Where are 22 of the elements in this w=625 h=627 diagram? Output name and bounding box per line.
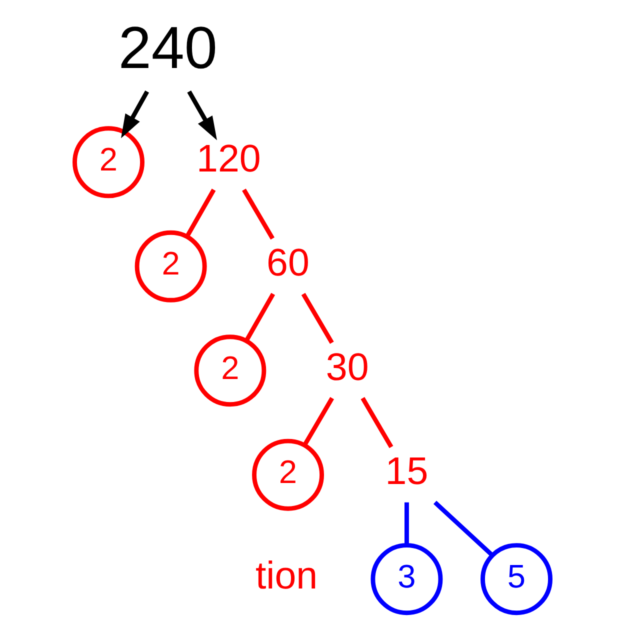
node-circle: 2 [134, 230, 207, 302]
connector [244, 292, 276, 342]
node-circle: 2 [252, 438, 324, 511]
node-text: 120 [196, 137, 261, 180]
connector [242, 188, 274, 240]
arrow [121, 90, 150, 138]
node-circle: 2 [72, 126, 144, 198]
arrow [187, 90, 217, 140]
node-text: 60 [266, 242, 310, 285]
node-text: 30 [326, 346, 369, 389]
connector [360, 397, 394, 448]
node-text: 240 [118, 14, 218, 81]
connector [301, 292, 334, 344]
label: tion [255, 554, 318, 598]
node-circle: 2 [194, 334, 266, 407]
node-text: 15 [385, 450, 428, 494]
connector [404, 502, 409, 546]
connector [185, 188, 216, 238]
connector [433, 500, 494, 558]
connector [302, 397, 334, 446]
node-circle: 5 [480, 543, 552, 616]
node-circle: 3 [370, 543, 443, 616]
